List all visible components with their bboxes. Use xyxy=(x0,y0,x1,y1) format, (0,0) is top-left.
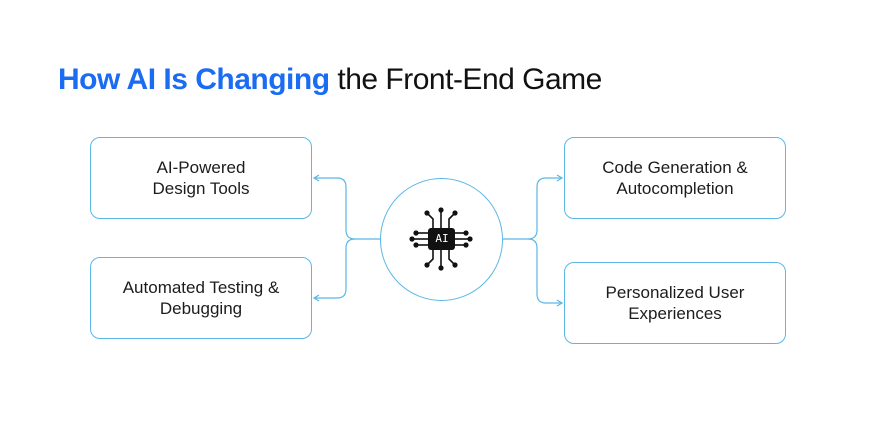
node-personalized-user-experiences: Personalized User Experiences xyxy=(564,262,786,344)
node-label-line: Autocompletion xyxy=(616,179,734,198)
node-label-line: Design Tools xyxy=(152,179,250,198)
node-automated-testing-debugging: Automated Testing & Debugging xyxy=(90,257,312,339)
node-label-line: Personalized User xyxy=(605,283,745,302)
node-code-generation-autocompletion: Code Generation & Autocompletion xyxy=(564,137,786,219)
node-label-line: Code Generation & xyxy=(602,158,748,177)
ai-chip-icon xyxy=(409,207,473,271)
connector-right-lower xyxy=(527,238,564,307)
ai-hub: AI xyxy=(380,178,503,301)
node-label-line: AI-Powered xyxy=(156,158,246,177)
connector-left-lower xyxy=(312,238,356,302)
node-label-line: Experiences xyxy=(628,304,722,323)
node-label-line: Automated Testing & xyxy=(122,278,280,297)
node-label-line: Debugging xyxy=(159,299,243,318)
node-ai-powered-design-tools: AI-Powered Design Tools xyxy=(90,137,312,219)
connector-left xyxy=(312,174,380,240)
chip-label: AI xyxy=(435,232,449,245)
title-accent: How AI Is Changing xyxy=(58,63,330,96)
connector-right xyxy=(503,174,564,240)
title-rest: the Front-End Game xyxy=(329,63,602,96)
page-title: How AI Is Changing the Front-End Game xyxy=(58,62,602,98)
